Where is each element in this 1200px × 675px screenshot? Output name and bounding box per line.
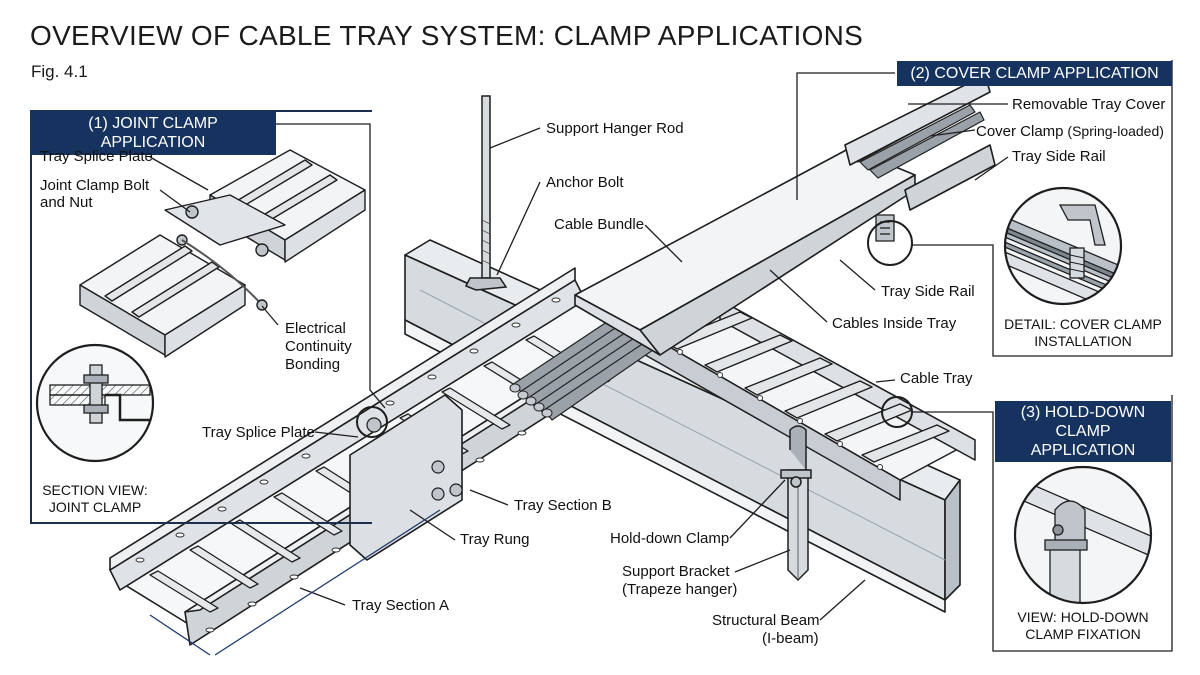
label-tray-section-b: Tray Section B [514,497,612,514]
joint-label-bolt-1: Joint Clamp Bolt [40,177,150,194]
label-support-bracket-1: Support Bracket [622,563,730,580]
hold-down-header-line-1: (3) HOLD-DOWN CLAMP [1020,404,1146,440]
label-support-hanger-rod: Support Hanger Rod [546,120,684,137]
figure-number: Fig. 4.1 [31,62,88,81]
hold-down-detail [1015,467,1151,603]
joint-section-caption-1: SECTION VIEW: [42,482,148,498]
label-tray-splice-plate: Tray Splice Plate [202,424,315,441]
joint-clamp-panel [30,110,372,524]
cover-label-side-rail: Tray Side Rail [1012,148,1106,165]
joint-label-bonding-1: Electrical [285,320,346,337]
joint-label-bonding-3: Bonding [285,356,341,373]
cover-clamp-panel-header: (2) COVER CLAMP APPLICATION [897,61,1172,86]
hold-down-header-line-2: APPLICATION [1030,442,1136,459]
hold-down-caption-1: VIEW: HOLD-DOWN [1017,609,1149,625]
joint-clamp-panel-header: (1) JOINT CLAMP APPLICATION [30,111,276,155]
leader-lines [149,60,1173,656]
page-title: OVERVIEW OF CABLE TRAY SYSTEM: CLAMP APP… [30,20,864,51]
joint-section-view [37,345,153,461]
cover-detail-caption-1: DETAIL: COVER CLAMP [1004,316,1162,332]
label-hold-down-clamp: Hold-down Clamp [610,530,730,547]
hold-down-bracket [780,425,812,582]
label-structural-beam-1: Structural Beam [712,612,820,629]
hanger-rod [464,95,508,291]
label-cable-tray: Cable Tray [900,370,973,387]
joint-panel-art [79,149,366,358]
cross-tray [639,299,976,501]
cover-label-cover-clamp: Cover Clamp (Spring-loaded) [976,122,1164,141]
joint-label-bonding-2: Continuity [285,338,352,355]
cover-clamp-note: (Spring-loaded) [1067,123,1164,139]
cover-label-removable-cover: Removable Tray Cover [1012,96,1166,113]
label-tray-side-rail: Tray Side Rail [881,283,975,300]
tray-cover [574,74,996,356]
label-support-bracket-2: (Trapeze hanger) [622,581,738,598]
label-structural-beam-2: (I-beam) [762,630,819,647]
label-tray-section-a: Tray Section A [352,597,449,614]
hold-down-caption-2: CLAMP FIXATION [1025,626,1141,642]
label-cables-inside-tray: Cables Inside Tray [832,315,957,332]
cover-clamp-label: Cover Clamp [976,123,1064,140]
cover-clamp-detail [1005,188,1121,304]
joint-label-splice-plate: Tray Splice Plate [40,148,153,165]
cover-detail-caption-2: INSTALLATION [1034,333,1132,349]
label-anchor-bolt: Anchor Bolt [546,174,624,191]
joint-section-caption-2: JOINT CLAMP [48,499,142,515]
hold-down-panel-header: (3) HOLD-DOWN CLAMP APPLICATION [995,401,1171,462]
label-cable-bundle: Cable Bundle [554,216,645,233]
label-tray-rung: Tray Rung [460,531,530,548]
joint-label-bolt-2: and Nut [40,194,93,211]
